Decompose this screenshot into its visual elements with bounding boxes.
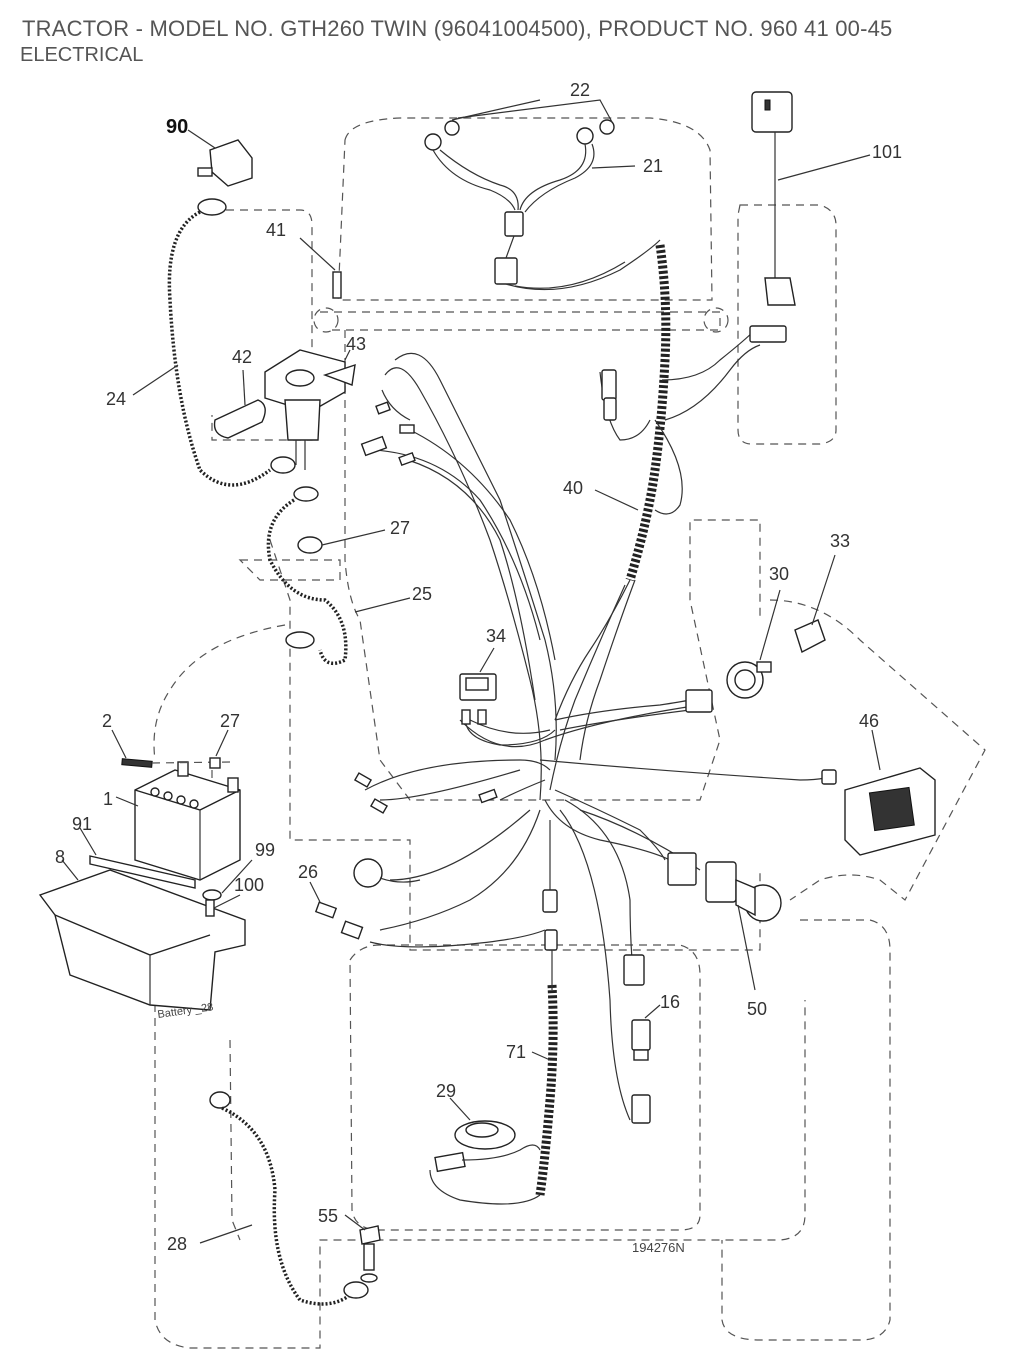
callout-42: 42 (232, 347, 252, 367)
horn-29 (434, 1097, 541, 1173)
callout-46: 46 (859, 711, 879, 731)
relay-33 (794, 554, 836, 654)
nut-27-battery (209, 729, 229, 769)
callout-55: 55 (318, 1206, 338, 1226)
callout-90: 90 (166, 116, 188, 138)
cable-28 (199, 1091, 369, 1306)
callout-16: 16 (660, 992, 680, 1012)
callout-101: 101 (872, 142, 902, 162)
callout-8: 8 (55, 847, 65, 867)
callout-1: 1 (103, 789, 113, 809)
nut-27 (297, 529, 386, 554)
chassis-outline (153, 117, 986, 1349)
callout-2: 2 (102, 711, 112, 731)
callout-25: 25 (412, 584, 432, 604)
callout-29: 29 (436, 1081, 456, 1101)
callout-50: 50 (747, 999, 767, 1019)
drawing-number: 194276N (632, 1240, 685, 1255)
harness-wiring (364, 352, 826, 1121)
switch-34 (459, 647, 556, 746)
callout-27b: 27 (220, 711, 240, 731)
battery-tray-8 (38, 859, 246, 1011)
harness-71 (429, 950, 558, 1205)
cable-24 (132, 198, 296, 487)
callout-91: 91 (72, 814, 92, 834)
callout-99: 99 (255, 840, 275, 860)
callout-41: 41 (266, 220, 286, 240)
callout-43: 43 (346, 334, 366, 354)
callout-26: 26 (298, 862, 318, 882)
cover-42 (213, 369, 266, 439)
fuse-holder-26 (309, 881, 364, 940)
battery-1 (115, 761, 241, 881)
callout-33: 33 (830, 531, 850, 551)
callout-34: 34 (486, 626, 506, 646)
main-harness-40 (549, 244, 761, 791)
cable-25 (266, 486, 411, 666)
page-title: TRACTOR - MODEL NO. GTH260 TWIN (9604100… (22, 16, 893, 41)
part-90-terminal-cover (187, 129, 253, 187)
bolt-55 (344, 1214, 381, 1283)
switch-46 (844, 729, 936, 856)
part-101-ground-lead (749, 91, 871, 343)
callout-22: 22 (570, 80, 590, 100)
callout-labels: 22 21 90 101 41 42 43 24 40 27 33 30 25 … (55, 80, 902, 1255)
callout-24: 24 (106, 389, 126, 409)
section-subtitle: ELECTRICAL (20, 44, 144, 66)
callout-30: 30 (769, 564, 789, 584)
callout-71: 71 (506, 1042, 526, 1062)
bolt-41 (299, 237, 342, 299)
callout-40: 40 (563, 478, 583, 498)
screw-100 (205, 894, 241, 917)
part-16 (631, 1004, 661, 1061)
headlight-harness-21 (424, 99, 661, 291)
solenoid-43 (264, 349, 356, 470)
bolt-2 (111, 729, 231, 768)
connectors (353, 369, 837, 1124)
callout-28: 28 (167, 1234, 187, 1254)
switch-50 (705, 861, 782, 991)
callout-21: 21 (643, 156, 663, 176)
callout-100: 100 (234, 875, 264, 895)
key-switch-30 (726, 589, 781, 699)
strap-91 (79, 827, 196, 889)
callout-27a: 27 (390, 518, 410, 538)
